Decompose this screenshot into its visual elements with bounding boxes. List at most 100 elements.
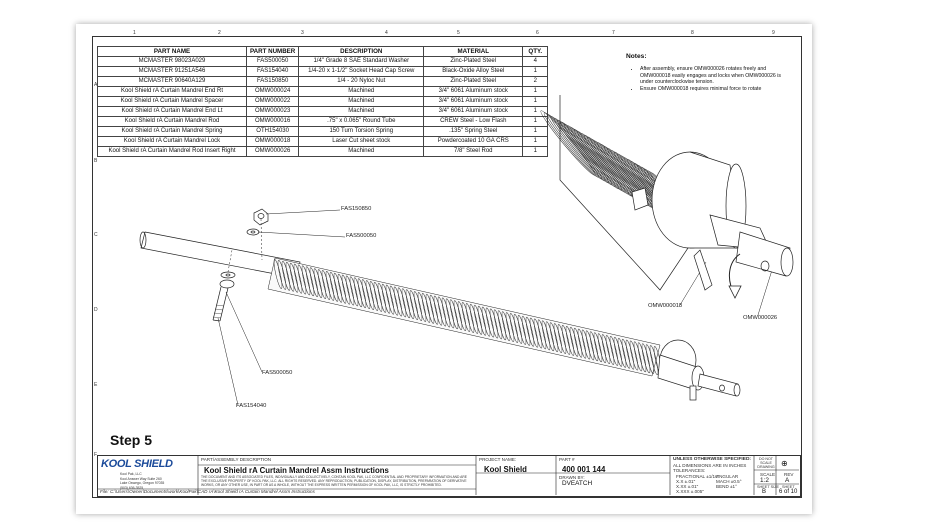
company-address: Kool Pak, LLC Kool Answer Way Suite 260 … [120, 472, 164, 490]
spring-coil [569, 326, 579, 357]
tolerance-angular: ANGULAR [716, 474, 739, 479]
zone-col-2: 2 [218, 30, 221, 36]
spring-coil [501, 311, 511, 342]
spring-coil [369, 281, 379, 311]
spring-coil [621, 338, 631, 369]
sheet-label: SHEET [782, 485, 795, 489]
company-line: Lake Oswego, Oregon 97035 [120, 481, 165, 486]
detail-spring-coil [597, 142, 653, 208]
zone-col-9: 9 [772, 30, 775, 36]
spring-coil [541, 320, 551, 351]
spring-coil [433, 295, 443, 326]
detail-spring-coil [567, 125, 623, 191]
sheet-size-label: SHEET SIZE [757, 485, 780, 489]
tolerance-x: X.X ±.01" [676, 479, 696, 484]
spring-coil [617, 337, 627, 368]
spring-coil [353, 277, 363, 308]
spring-coil [329, 271, 339, 302]
spring-coil [477, 305, 487, 336]
spring-coil [481, 306, 491, 337]
spring-coil [289, 262, 299, 293]
spring-coil [521, 315, 531, 346]
spring-coil [409, 290, 419, 320]
spring-coil [365, 280, 375, 310]
detail-spring-coil [540, 110, 596, 176]
project-name: Kool Shield [484, 465, 527, 474]
spring-coil [497, 310, 507, 341]
spring-coil [413, 291, 423, 321]
nyloc-nut-drawing [253, 208, 269, 226]
zone-col-3: 3 [301, 30, 304, 36]
bom-cell: OMW000026 [245, 146, 300, 157]
spring-coil [509, 313, 519, 343]
spring-coil [333, 272, 343, 303]
scale-label: SCALE [760, 472, 776, 477]
torsion-spring-drawing [267, 257, 663, 377]
projection-icon: ⊕ [781, 459, 788, 468]
spring-coil [605, 335, 615, 365]
spring-coil [405, 289, 415, 320]
drawing-frame [92, 36, 802, 498]
zone-row-c: C [94, 232, 98, 238]
washer-top-drawing [246, 228, 260, 236]
step-label: Step 5 [110, 432, 153, 448]
spring-coil [549, 322, 559, 353]
callout-fas500050-top: FAS500050 [346, 233, 377, 239]
tolerance-xx: X.XX ±.01" [676, 484, 699, 489]
spring-coil [493, 309, 503, 340]
spring-coil [357, 278, 367, 309]
detail-spring-coil [553, 117, 609, 184]
spring-coil [421, 293, 431, 323]
spring-coil [553, 323, 563, 353]
note-item: After assembly, ensure OMW000026 rotates… [640, 66, 786, 85]
detail-spring-coil [550, 116, 606, 182]
bill-of-materials-table: PART NAME PART NUMBER DESCRIPTION MATERI… [97, 46, 549, 157]
callout-fas500050-bottom: FAS500050 [262, 370, 293, 376]
table-row: Kool Shield rA Curtain Mandrel Rod Inser… [97, 146, 549, 157]
zone-col-4: 4 [385, 30, 388, 36]
spring-coil [533, 318, 543, 349]
spring-coil [537, 319, 547, 350]
detail-view-drawing [540, 95, 794, 299]
spring-coil [397, 287, 407, 318]
spring-coil [281, 260, 291, 291]
rev-label: REV [784, 472, 794, 477]
spring-coil [285, 261, 295, 292]
callout-fas154040: FAS154040 [236, 403, 267, 409]
spring-coil [277, 260, 287, 290]
drawn-by: DVEATCH [562, 480, 593, 487]
tolerance-fractional: FRACTIONAL ±1/16" [676, 474, 720, 479]
do-not-scale-note: DO NOT SCALE DRAWING [757, 457, 775, 469]
detail-spring-coil [543, 112, 599, 178]
zone-row-f: F [94, 452, 98, 458]
tolerances-label: TOLERANCES: [673, 468, 706, 473]
spring-coil [489, 308, 499, 339]
zone-row-a: A [94, 82, 98, 88]
company-line: Kool Answer Way Suite 260 [120, 476, 162, 481]
spring-coil [377, 282, 387, 313]
company-logo: KOOL SHIELD [101, 458, 173, 470]
spring-coil [641, 343, 651, 374]
spring-coil [513, 314, 523, 344]
spring-coil [545, 321, 555, 352]
tolerance-mach: MACH ±0.5° [716, 479, 742, 484]
spring-coil [393, 286, 403, 317]
bom-cell: 1 [522, 146, 549, 157]
zone-row-e: E [94, 382, 98, 388]
spring-coil [389, 285, 399, 316]
part-description: Kool Shield rA Curtain Mandrel Assm Inst… [204, 466, 389, 475]
spring-coil [341, 274, 351, 305]
spring-coil [313, 268, 323, 299]
spring-coil [557, 324, 567, 354]
zone-col-6: 6 [536, 30, 539, 36]
spring-coil [305, 266, 315, 297]
spring-coil [309, 267, 319, 298]
rev-value: A [785, 477, 790, 484]
file-path: File: C:\Users\Owner\Documents\work\Kool… [100, 489, 315, 494]
tolerance-units: ALL DIMENSIONS ARE IN INCHES [673, 463, 747, 468]
spring-coil [417, 292, 427, 322]
spring-coil [529, 317, 539, 348]
detail-spring-coil [547, 114, 603, 180]
spring-coil [577, 328, 587, 359]
